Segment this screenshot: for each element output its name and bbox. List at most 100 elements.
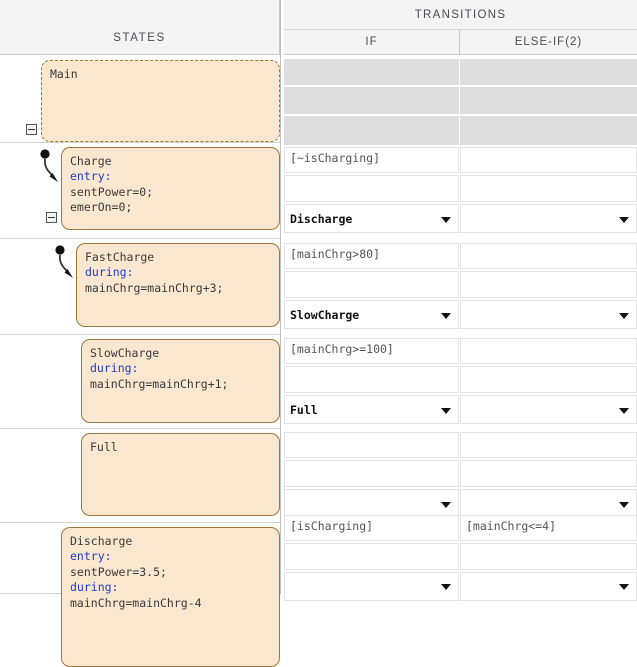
transition-destination-cell-elseif2[interactable]	[460, 395, 637, 424]
state-keyword: during:	[90, 361, 139, 376]
transitions-list: [~isCharging] Discharge [mainChrg>80] SlowC…	[284, 55, 637, 601]
transition-condition-text: [isCharging]	[290, 518, 374, 533]
transition-condition-cell-elseif2[interactable]	[460, 147, 637, 173]
default-transition-arrow-icon[interactable]	[37, 148, 63, 190]
column-header-else-if: ELSE-IF(2)	[460, 30, 637, 54]
transition-condition-cell-if[interactable]: [mainChrg>80]	[284, 243, 459, 269]
transition-destination-cell-elseif2[interactable]	[460, 571, 637, 601]
state-name: Full	[90, 440, 118, 454]
state-row[interactable]: Main	[0, 55, 280, 143]
chevron-down-icon[interactable]	[619, 584, 629, 590]
transition-action-cell-elseif2[interactable]	[460, 271, 637, 298]
state-action: mainChrg=mainChrg-4	[70, 595, 202, 610]
transition-condition-cell-elseif2[interactable]: [mainChrg<=4]	[460, 514, 637, 541]
transition-group	[284, 429, 637, 523]
transition-destination-cell-if[interactable]: SlowCharge	[284, 300, 459, 329]
transitions-panel: TRANSITIONS IF ELSE-IF(2) [~isCharging] D…	[284, 0, 637, 601]
transition-destination-cell-elseif2[interactable]	[460, 204, 637, 233]
transition-action-cell-elseif2	[460, 87, 637, 114]
transition-condition-cell-if[interactable]	[284, 432, 459, 458]
transition-destination-cell-if[interactable]	[284, 571, 459, 601]
transition-group: [~isCharging] Discharge	[284, 143, 637, 239]
state-name: Charge	[70, 154, 112, 168]
transition-condition-text: [mainChrg<=4]	[466, 518, 557, 533]
chevron-down-icon[interactable]	[619, 407, 629, 414]
transition-destination-cell-if[interactable]: Discharge	[284, 204, 459, 233]
transition-condition-cell-elseif2[interactable]	[460, 243, 637, 269]
chevron-down-icon[interactable]	[619, 216, 629, 223]
transition-group: [mainChrg>=100] Full	[284, 335, 637, 429]
transition-condition-text: [mainChrg>80]	[290, 247, 381, 261]
transition-destination-cell-elseif2	[460, 116, 637, 145]
chevron-down-icon[interactable]	[441, 584, 451, 590]
chevron-down-icon[interactable]	[441, 312, 451, 319]
states-header-label: STATES	[113, 32, 166, 44]
transition-destination-text: Full	[290, 402, 318, 417]
state-action: sentPower=3.5;	[70, 564, 167, 579]
transition-group	[284, 55, 637, 145]
transition-condition-cell-if[interactable]: [mainChrg>=100]	[284, 338, 459, 364]
transition-action-cell-if[interactable]	[284, 366, 459, 393]
transition-group: [mainChrg>80] SlowCharge	[284, 239, 637, 335]
transition-condition-cell-if	[284, 59, 459, 85]
state-name: Main	[50, 67, 78, 81]
transition-action-cell-if[interactable]	[284, 460, 459, 487]
transition-condition-text: [mainChrg>=100]	[290, 342, 394, 356]
transition-action-cell-if[interactable]	[284, 175, 459, 202]
chevron-down-icon[interactable]	[441, 407, 451, 414]
chevron-down-icon[interactable]	[619, 501, 629, 508]
minus-box-icon[interactable]	[26, 124, 37, 135]
state-keyword: entry:	[70, 169, 112, 184]
column-header-else-if-label: ELSE-IF(2)	[514, 36, 583, 48]
state-keyword: during:	[70, 580, 119, 595]
state-keyword: entry:	[70, 549, 112, 564]
state-box[interactable]: Full	[81, 433, 280, 516]
column-header-if-label: IF	[365, 36, 378, 48]
chevron-down-icon[interactable]	[441, 216, 451, 223]
transition-condition-text: [~isCharging]	[290, 151, 381, 165]
state-keyword: during:	[85, 265, 134, 280]
chevron-down-icon[interactable]	[441, 501, 451, 508]
transitions-column-header: TRANSITIONS	[284, 0, 637, 30]
state-row[interactable]: Full	[0, 429, 280, 523]
minus-box-icon[interactable]	[46, 212, 57, 223]
transition-group: [isCharging] [mainChrg<=4]	[284, 514, 637, 601]
transition-action-cell-elseif2[interactable]	[460, 175, 637, 202]
transition-action-cell-elseif2[interactable]	[460, 542, 637, 570]
state-action: mainChrg=mainChrg+1;	[90, 376, 229, 391]
state-box[interactable]: Main	[41, 60, 280, 142]
transition-condition-cell-if[interactable]: [isCharging]	[284, 514, 459, 541]
transition-destination-cell-elseif2[interactable]	[460, 300, 637, 329]
transition-action-cell-elseif2[interactable]	[460, 460, 637, 487]
default-transition-arrow-icon[interactable]	[52, 244, 78, 286]
transition-action-cell-if[interactable]	[284, 271, 459, 298]
chevron-down-icon[interactable]	[619, 312, 629, 319]
column-header-if: IF	[284, 30, 460, 54]
state-name: SlowCharge	[90, 346, 160, 360]
transition-action-cell-if[interactable]	[284, 542, 459, 570]
transition-destination-text: Discharge	[290, 211, 353, 226]
transition-action-cell-elseif2[interactable]	[460, 366, 637, 393]
transition-condition-cell-elseif2[interactable]	[460, 432, 637, 458]
transition-condition-cell-if[interactable]: [~isCharging]	[284, 147, 459, 173]
transition-condition-cell-elseif2	[460, 59, 637, 85]
transition-destination-cell-if[interactable]: Full	[284, 395, 459, 424]
transition-destination-cell-if[interactable]	[284, 489, 459, 518]
state-action: mainChrg=mainChrg+3;	[85, 280, 224, 295]
state-name: FastCharge	[85, 250, 155, 264]
state-name: Discharge	[70, 534, 133, 548]
transition-condition-cell-elseif2[interactable]	[460, 338, 637, 364]
transition-action-cell-if	[284, 87, 459, 114]
states-column-header: STATES	[0, 0, 280, 55]
